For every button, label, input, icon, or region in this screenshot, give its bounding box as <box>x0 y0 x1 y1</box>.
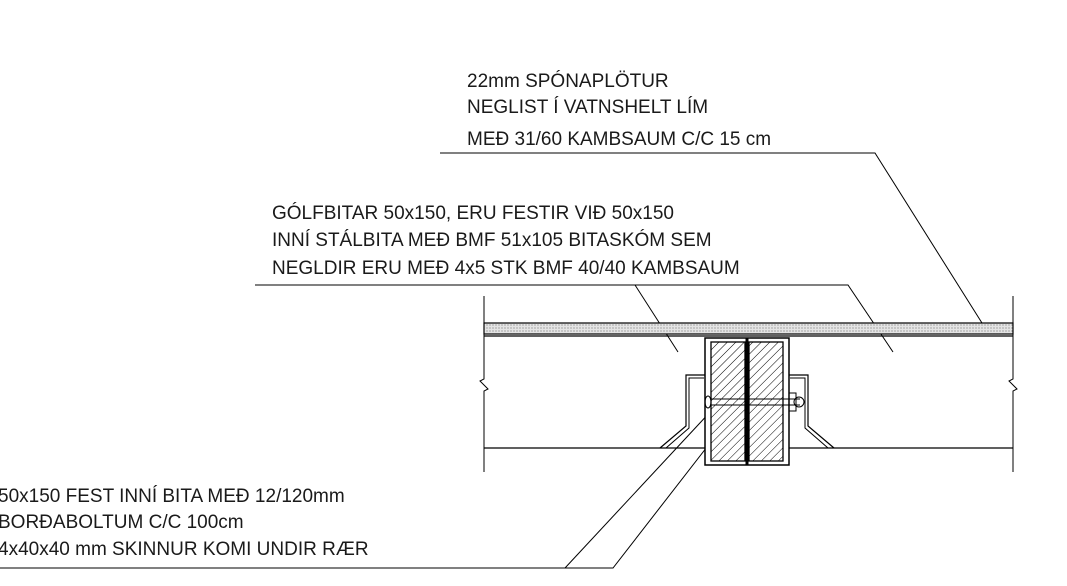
bolts-note-line-2: BORÐABOLTUM C/C 100cm <box>0 512 244 533</box>
right-break-line <box>1008 296 1018 472</box>
joists-leader <box>255 284 894 353</box>
bolts-leader-2 <box>564 409 713 569</box>
steel-beam-section <box>704 337 790 466</box>
joists-note-line-1: GÓLFBITAR 50x150, ERU FESTIR VIÐ 50x150 <box>272 202 674 224</box>
subfloor-note: 22mm SPÓNAPLÖTUR NEGLIST Í VATNSHELT LÍM… <box>467 70 771 150</box>
joists-note-line-2: INNÍ STÁLBITA MEÐ BMF 51x105 BITASKÓM SE… <box>272 229 712 251</box>
bolts-note: 50x150 FEST INNÍ BITA MEÐ 12/120mm BORÐA… <box>0 486 369 560</box>
joists-note: GÓLFBITAR 50x150, ERU FESTIR VIÐ 50x150 … <box>272 202 740 279</box>
subfloor-note-line-1: 22mm SPÓNAPLÖTUR <box>467 70 669 92</box>
subfloor-leader <box>440 152 983 324</box>
left-break-line <box>479 296 489 472</box>
particle-board <box>483 322 1014 335</box>
bolt-end-right <box>793 396 805 408</box>
joist-hanger-right <box>788 374 835 449</box>
break-lines <box>479 296 1018 472</box>
bolts-leader <box>0 397 746 569</box>
bolt-head-left <box>704 395 712 409</box>
through-bolt <box>704 392 805 412</box>
bolt-nut-right <box>788 392 797 412</box>
subfloor-note-line-2: NEGLIST Í VATNSHELT LÍM <box>467 97 708 118</box>
timber-left <box>710 341 746 462</box>
joists-leader-left <box>634 284 679 353</box>
timber-right <box>748 341 784 462</box>
joist-hanger-left <box>659 374 706 449</box>
subfloor-note-line-3: MEÐ 31/60 KAMBSAUM C/C 15 cm <box>467 129 771 150</box>
bolts-note-line-1: 50x150 FEST INNÍ BITA MEÐ 12/120mm <box>0 486 345 507</box>
bolts-note-line-3: 4x40x40 mm SKINNUR KOMI UNDIR RÆR <box>0 539 369 560</box>
joists-note-line-3: NEGLDIR ERU MEÐ 4x5 STK BMF 40/40 KAMBSA… <box>272 258 740 279</box>
